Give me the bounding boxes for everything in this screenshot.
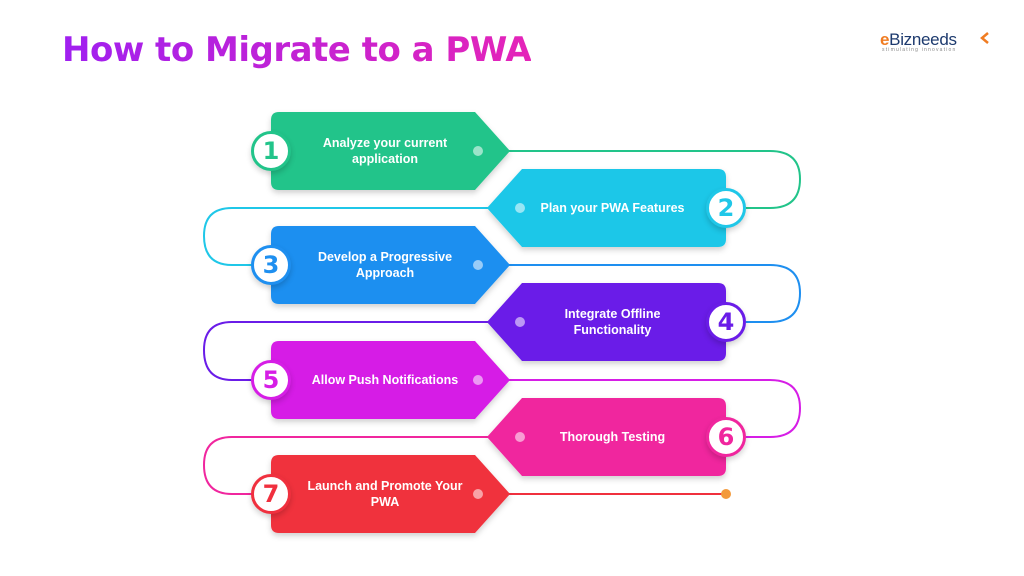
connector-6-to-7 <box>202 436 520 495</box>
step-5-connector-dot <box>473 375 483 385</box>
step-1-shape <box>271 112 510 190</box>
step-6-connector-dot <box>515 432 525 442</box>
step-2-label: Plan your PWA Features <box>540 201 685 215</box>
step-4-label: Integrate Offline Functionality <box>564 307 661 337</box>
step-3-label: Develop a Progressive Approach <box>317 250 453 280</box>
step-5-number-badge: 5 <box>251 360 291 400</box>
connector-5-to-6 <box>478 379 802 438</box>
step-2-number-badge: 2 <box>706 188 746 228</box>
step-7-shape <box>271 455 510 533</box>
step-7-label: Launch and Promote Your PWA <box>307 479 463 509</box>
step-1-connector-dot <box>473 146 483 156</box>
step-3-connector-dot <box>473 260 483 270</box>
logo-chevron-icon <box>980 32 989 44</box>
step-4-number-badge: 4 <box>706 302 746 342</box>
step-2-shape <box>487 169 726 247</box>
ebizneeds-logo: eBizneeds stimulating innovation <box>880 30 992 54</box>
step-4-connector-dot <box>515 317 525 327</box>
step-5-label: Allow Push Notifications <box>311 373 459 387</box>
step-7-number-badge: 7 <box>251 474 291 514</box>
connector-3-to-4 <box>478 264 802 323</box>
step-1-label: Analyze your current application <box>322 136 448 166</box>
step-6-number-badge: 6 <box>706 417 746 457</box>
step-4-shape <box>487 283 726 361</box>
step-3-shape <box>271 226 510 304</box>
connector-4-to-5 <box>202 321 520 381</box>
page-title: How to Migrate to a PWA <box>62 30 532 70</box>
step-7-connector-dot <box>473 489 483 499</box>
step-5-shape <box>271 341 510 419</box>
step-1-number-badge: 1 <box>251 131 291 171</box>
step-2-connector-dot <box>515 203 525 213</box>
connector-2-to-3 <box>202 207 520 266</box>
step-3-number-badge: 3 <box>251 245 291 285</box>
step-6-shape <box>487 398 726 476</box>
end-dot <box>721 489 731 499</box>
connector-1-to-2 <box>478 150 802 209</box>
step-6-label: Thorough Testing <box>559 430 666 444</box>
